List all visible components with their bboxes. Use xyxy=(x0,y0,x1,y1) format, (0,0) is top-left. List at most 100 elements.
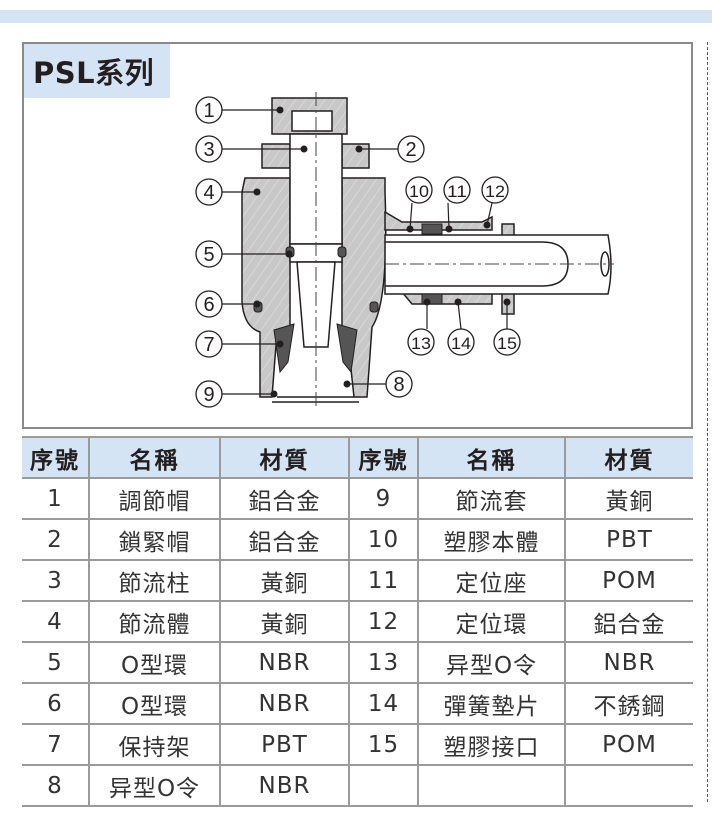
svg-text:7: 7 xyxy=(203,334,214,356)
part-material: NBR xyxy=(219,683,350,725)
part-material: 黃銅 xyxy=(564,478,693,520)
part-material: NBR xyxy=(219,765,350,807)
svg-text:4: 4 xyxy=(203,182,214,204)
part-number: 12 xyxy=(348,601,419,643)
part-name: 節流套 xyxy=(417,478,566,520)
callout-number: 3 xyxy=(195,135,223,163)
part-number: 1 xyxy=(22,478,90,520)
part-number: 10 xyxy=(348,519,419,561)
part-name: 塑膠本體 xyxy=(417,519,566,561)
callout-number: 5 xyxy=(195,240,223,268)
callout-number: 9 xyxy=(195,380,223,408)
callout-number: 14 xyxy=(447,328,475,356)
series-title-box: PSL系列 xyxy=(24,44,170,98)
part-material: 鋁合金 xyxy=(219,478,350,520)
part-number: 8 xyxy=(22,765,90,807)
part-number: 3 xyxy=(22,560,90,602)
header-number: 序號 xyxy=(348,436,419,479)
header-number: 序號 xyxy=(22,436,90,479)
part-material: NBR xyxy=(219,642,350,684)
svg-text:8: 8 xyxy=(393,374,404,396)
figure-panel: PSL系列 xyxy=(22,42,693,429)
part-material: 不銹鋼 xyxy=(564,683,693,725)
table-header-row: 序號 名稱 材質 序號 名稱 材質 xyxy=(22,436,693,479)
part-name xyxy=(417,765,566,807)
callout-number: 7 xyxy=(195,330,223,358)
part-name: 鎖緊帽 xyxy=(88,519,221,561)
part-number: 14 xyxy=(348,683,419,725)
header-name: 名稱 xyxy=(88,436,221,479)
part-name: 异型O令 xyxy=(417,642,566,684)
header-material: 材質 xyxy=(219,436,350,479)
part-name: 節流體 xyxy=(88,601,221,643)
part-material: NBR xyxy=(564,642,693,684)
part-number: 15 xyxy=(348,724,419,766)
part-material: 黃銅 xyxy=(219,560,350,602)
callout-number: 4 xyxy=(195,178,223,206)
part-name: 异型O令 xyxy=(88,765,221,807)
part-material: PBT xyxy=(219,724,350,766)
part-number: 13 xyxy=(348,642,419,684)
callout-number: 11 xyxy=(443,176,471,204)
page-cut-line xyxy=(707,42,708,802)
svg-text:2: 2 xyxy=(405,139,416,161)
part-number: 2 xyxy=(22,519,90,561)
part-material: POM xyxy=(564,724,693,766)
part-name: 定位座 xyxy=(417,560,566,602)
part-material: 黃銅 xyxy=(219,601,350,643)
part-material: 鋁合金 xyxy=(219,519,350,561)
part-name: 調節帽 xyxy=(88,478,221,520)
part-material xyxy=(564,765,693,807)
part-name: 彈簧墊片 xyxy=(417,683,566,725)
part-number: 4 xyxy=(22,601,90,643)
part-name: O型環 xyxy=(88,683,221,725)
part-number xyxy=(348,765,419,807)
part-name: 節流柱 xyxy=(88,560,221,602)
part-material: 鋁合金 xyxy=(564,601,693,643)
part-name: 定位環 xyxy=(417,601,566,643)
svg-text:6: 6 xyxy=(203,294,214,316)
svg-text:12: 12 xyxy=(485,182,505,201)
part-material: POM xyxy=(564,560,693,602)
svg-text:11: 11 xyxy=(447,182,467,201)
callout-number: 10 xyxy=(405,176,433,204)
svg-text:13: 13 xyxy=(411,334,431,353)
part-number: 5 xyxy=(22,642,90,684)
callout-number: 15 xyxy=(493,328,521,356)
callout-number: 8 xyxy=(385,370,413,398)
part-name: 塑膠接口 xyxy=(417,724,566,766)
callout-number: 13 xyxy=(407,328,435,356)
series-title: PSL系列 xyxy=(33,56,155,90)
header-name: 名稱 xyxy=(417,436,566,479)
header-material: 材質 xyxy=(564,436,693,479)
part-name: O型環 xyxy=(88,642,221,684)
svg-text:14: 14 xyxy=(451,334,471,353)
part-number: 6 xyxy=(22,683,90,725)
part-material: PBT xyxy=(564,519,693,561)
top-header-band xyxy=(0,10,712,23)
callout-number: 6 xyxy=(195,290,223,318)
svg-text:10: 10 xyxy=(409,182,429,201)
svg-text:1: 1 xyxy=(203,100,214,122)
part-name: 保持架 xyxy=(88,724,221,766)
svg-text:9: 9 xyxy=(203,384,214,406)
part-number: 9 xyxy=(348,478,419,520)
part-number: 11 xyxy=(348,560,419,602)
callout-number: 12 xyxy=(481,176,509,204)
part-number: 7 xyxy=(22,724,90,766)
svg-text:3: 3 xyxy=(203,139,214,161)
svg-text:5: 5 xyxy=(203,244,214,266)
callout-number: 2 xyxy=(397,135,425,163)
svg-text:15: 15 xyxy=(497,334,517,353)
callout-number: 1 xyxy=(195,96,223,124)
